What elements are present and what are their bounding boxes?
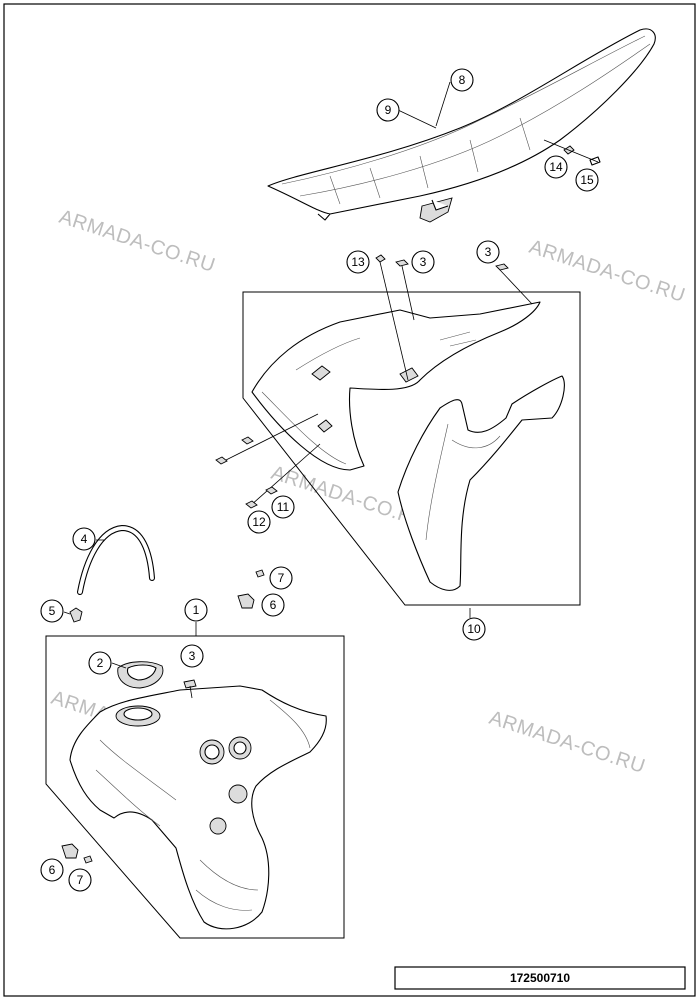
svg-text:3: 3 bbox=[420, 255, 427, 269]
watermark: ARMADA-CO.RU bbox=[526, 236, 688, 307]
svg-text:7: 7 bbox=[77, 873, 84, 887]
callout-3: 3 bbox=[180, 644, 204, 668]
callout-9: 9 bbox=[376, 98, 400, 122]
callout-5: 5 bbox=[40, 599, 64, 623]
drawing-number: 172500710 bbox=[510, 971, 570, 985]
svg-text:3: 3 bbox=[485, 245, 492, 259]
callout-8: 8 bbox=[450, 68, 474, 92]
callout-3: 3 bbox=[411, 250, 435, 274]
svg-text:10: 10 bbox=[467, 622, 481, 636]
watermark: ARMADA-CO.RU bbox=[486, 707, 648, 778]
seat-drawing bbox=[267, 28, 656, 223]
callout-10: 10 bbox=[462, 617, 486, 641]
callout-6: 6 bbox=[40, 858, 64, 882]
svg-text:3: 3 bbox=[189, 649, 196, 663]
drawing-number-box bbox=[394, 966, 686, 990]
svg-text:12: 12 bbox=[252, 515, 266, 529]
callout-15: 15 bbox=[575, 168, 599, 192]
svg-text:6: 6 bbox=[49, 863, 56, 877]
svg-text:2: 2 bbox=[97, 656, 104, 670]
callout-7: 7 bbox=[68, 868, 92, 892]
callout-3: 3 bbox=[476, 240, 500, 264]
callout-11: 11 bbox=[271, 495, 295, 519]
callout-2: 2 bbox=[88, 651, 112, 675]
svg-text:9: 9 bbox=[385, 103, 392, 117]
fuel-tank-group-box bbox=[45, 635, 345, 939]
callout-7: 7 bbox=[269, 566, 293, 590]
side-cover-drawing bbox=[215, 254, 565, 591]
svg-text:4: 4 bbox=[81, 532, 88, 546]
svg-text:5: 5 bbox=[49, 604, 56, 618]
watermark: ARMADA-CO.RU bbox=[56, 206, 218, 277]
fuel-tank-drawing bbox=[61, 524, 327, 930]
svg-text:13: 13 bbox=[351, 255, 365, 269]
svg-text:1: 1 bbox=[193, 603, 200, 617]
callout-6: 6 bbox=[261, 593, 285, 617]
side-cover-group-box bbox=[242, 291, 581, 606]
callout-4: 4 bbox=[72, 527, 96, 551]
svg-text:8: 8 bbox=[459, 73, 466, 87]
svg-text:15: 15 bbox=[580, 173, 594, 187]
callout-14: 14 bbox=[544, 155, 568, 179]
svg-text:11: 11 bbox=[277, 500, 290, 514]
callout-12: 12 bbox=[247, 510, 271, 534]
diagram-border bbox=[3, 3, 696, 997]
callout-1: 1 bbox=[184, 598, 208, 622]
svg-text:14: 14 bbox=[549, 160, 563, 174]
svg-text:6: 6 bbox=[270, 598, 277, 612]
callout-13: 13 bbox=[346, 250, 370, 274]
svg-text:7: 7 bbox=[278, 571, 285, 585]
